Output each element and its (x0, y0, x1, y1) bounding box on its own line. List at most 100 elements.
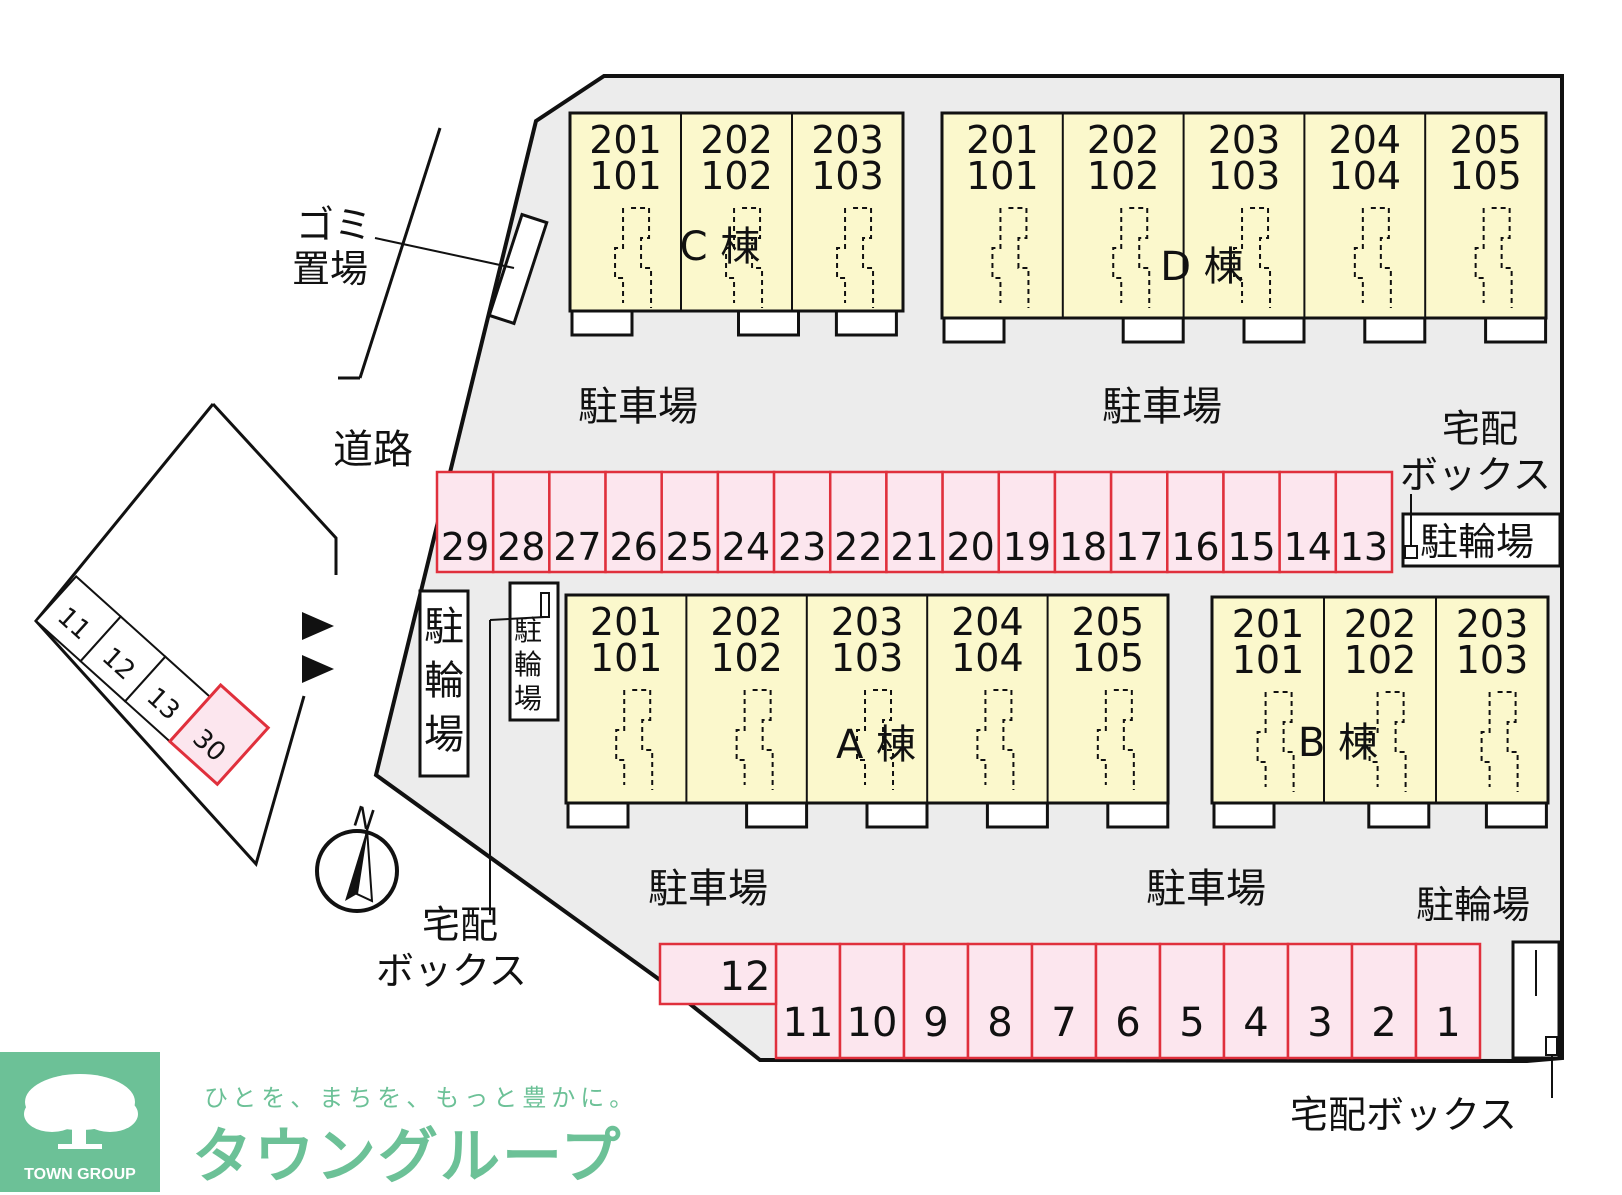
building-C-body (568, 111, 905, 313)
parking-space (435, 470, 495, 574)
parking-space (716, 470, 776, 574)
stair-outline (631, 207, 653, 308)
parking-space-number: 29 (441, 525, 489, 569)
unit-lower-number: 103 (811, 154, 884, 198)
north-label: N (349, 800, 379, 838)
parking-space (997, 470, 1057, 574)
parking-label: 駐車場 (648, 866, 768, 912)
unit-upper-number: 203 (831, 600, 904, 644)
stair-outline (1129, 207, 1151, 308)
parking-space (774, 942, 842, 1060)
unit-upper-number: 202 (710, 600, 783, 644)
parking-label: 駐車場 (578, 384, 698, 430)
unit-lower-number: 101 (590, 636, 663, 680)
unit-upper-number: 205 (1449, 118, 1522, 162)
unit-upper-number: 203 (1456, 602, 1529, 646)
parking-space-number: 5 (1179, 1000, 1204, 1046)
unit-lower-number: 101 (589, 154, 662, 198)
tagline: ひとを、まちを、もっと豊かに。 (204, 1084, 639, 1112)
parking-space-number: 27 (553, 525, 601, 569)
town-group-logo: TOWN GROUP (0, 1052, 160, 1192)
parking-space (658, 942, 778, 1006)
tree-icon (24, 1074, 138, 1149)
stair-outline (1233, 208, 1244, 303)
entrance-arrow (302, 612, 334, 640)
parking-space-number: 10 (847, 1000, 898, 1046)
stair-outline (1385, 691, 1407, 792)
left-lot-entrance-gap (322, 580, 342, 690)
garbage-label: ゴミ (296, 203, 372, 247)
unit-upper-number: 203 (811, 118, 884, 162)
parking-space-number: 8 (987, 1000, 1012, 1046)
parking-space-number: 1 (1435, 1000, 1460, 1046)
parking-space-number: 12 (720, 954, 771, 1000)
parking-space-number: 2 (1371, 1000, 1396, 1046)
parking-space-number: 22 (834, 525, 882, 569)
parking-space-number: 15 (1227, 525, 1275, 569)
parking-space (1334, 470, 1394, 574)
stair-outline (836, 208, 847, 303)
parking-space-number: 25 (666, 525, 714, 569)
unit-upper-number: 202 (1087, 118, 1160, 162)
unit-upper-number: 201 (589, 118, 662, 162)
compass: N (315, 800, 399, 913)
bike-parking-vertical-label: 場 (424, 712, 464, 758)
unit-lower-number: 104 (1329, 154, 1402, 198)
unit-lower-number: 101 (966, 154, 1039, 198)
porch (570, 309, 634, 337)
brand-name: タウングループ (192, 1122, 623, 1192)
porch (1106, 801, 1170, 829)
unit-lower-number: 103 (1208, 154, 1281, 198)
parking-space-number: 18 (1059, 525, 1107, 569)
parking-space-number: 21 (890, 525, 938, 569)
left-lot (34, 402, 342, 868)
garbage-area (487, 212, 549, 326)
bike-parking-label: 駐輪場 (1416, 883, 1530, 927)
bike-parking-vertical-label: 輪 (514, 648, 542, 681)
porch (1367, 801, 1431, 829)
parking-space (1094, 942, 1162, 1060)
parking-space-number: 6 (1115, 1000, 1140, 1046)
building-A-body (564, 593, 1170, 805)
porch (865, 801, 929, 829)
parking-space-number: 23 (778, 525, 826, 569)
delivery-box-marker (540, 592, 550, 618)
building-D-body (940, 111, 1548, 320)
entrance-arrow (302, 655, 334, 683)
parking-space (1109, 470, 1169, 574)
parking-space (1222, 942, 1290, 1060)
unit-lower-number: 102 (1344, 638, 1417, 682)
stair-outline (1273, 691, 1295, 792)
garbage-label: 置場 (292, 247, 368, 291)
parking-space (660, 470, 720, 574)
bike-parking-vertical-label: 場 (514, 682, 542, 715)
parking-space-number: 28 (497, 525, 545, 569)
parking-space (1286, 942, 1354, 1060)
porch (566, 801, 630, 829)
porch (1484, 801, 1548, 829)
porch (834, 309, 898, 337)
delivery-box-marker (1404, 545, 1418, 559)
delivery-box-label: 宅配 (422, 903, 498, 947)
parking-label: 駐車場 (1146, 866, 1266, 912)
unit-upper-number: 205 (1072, 600, 1145, 644)
delivery-box-label: 宅配 (1442, 407, 1518, 451)
parking-space (966, 942, 1034, 1060)
unit-upper-number: 202 (700, 118, 773, 162)
unit-lower-number: 102 (1087, 154, 1160, 198)
unit-lower-number: 103 (831, 636, 904, 680)
unit-lower-number: 102 (700, 154, 773, 198)
unit-upper-number: 201 (1232, 602, 1305, 646)
stair-outline (1008, 207, 1030, 308)
parking-space-number: 26 (609, 525, 657, 569)
porch (1212, 801, 1276, 829)
delivery-box-marker (1545, 1036, 1558, 1056)
parking-space (885, 470, 944, 574)
delivery-box-label: ボックス (376, 949, 527, 993)
unit-lower-number: 103 (1456, 638, 1529, 682)
road-line (358, 127, 442, 379)
porch (1121, 316, 1185, 344)
